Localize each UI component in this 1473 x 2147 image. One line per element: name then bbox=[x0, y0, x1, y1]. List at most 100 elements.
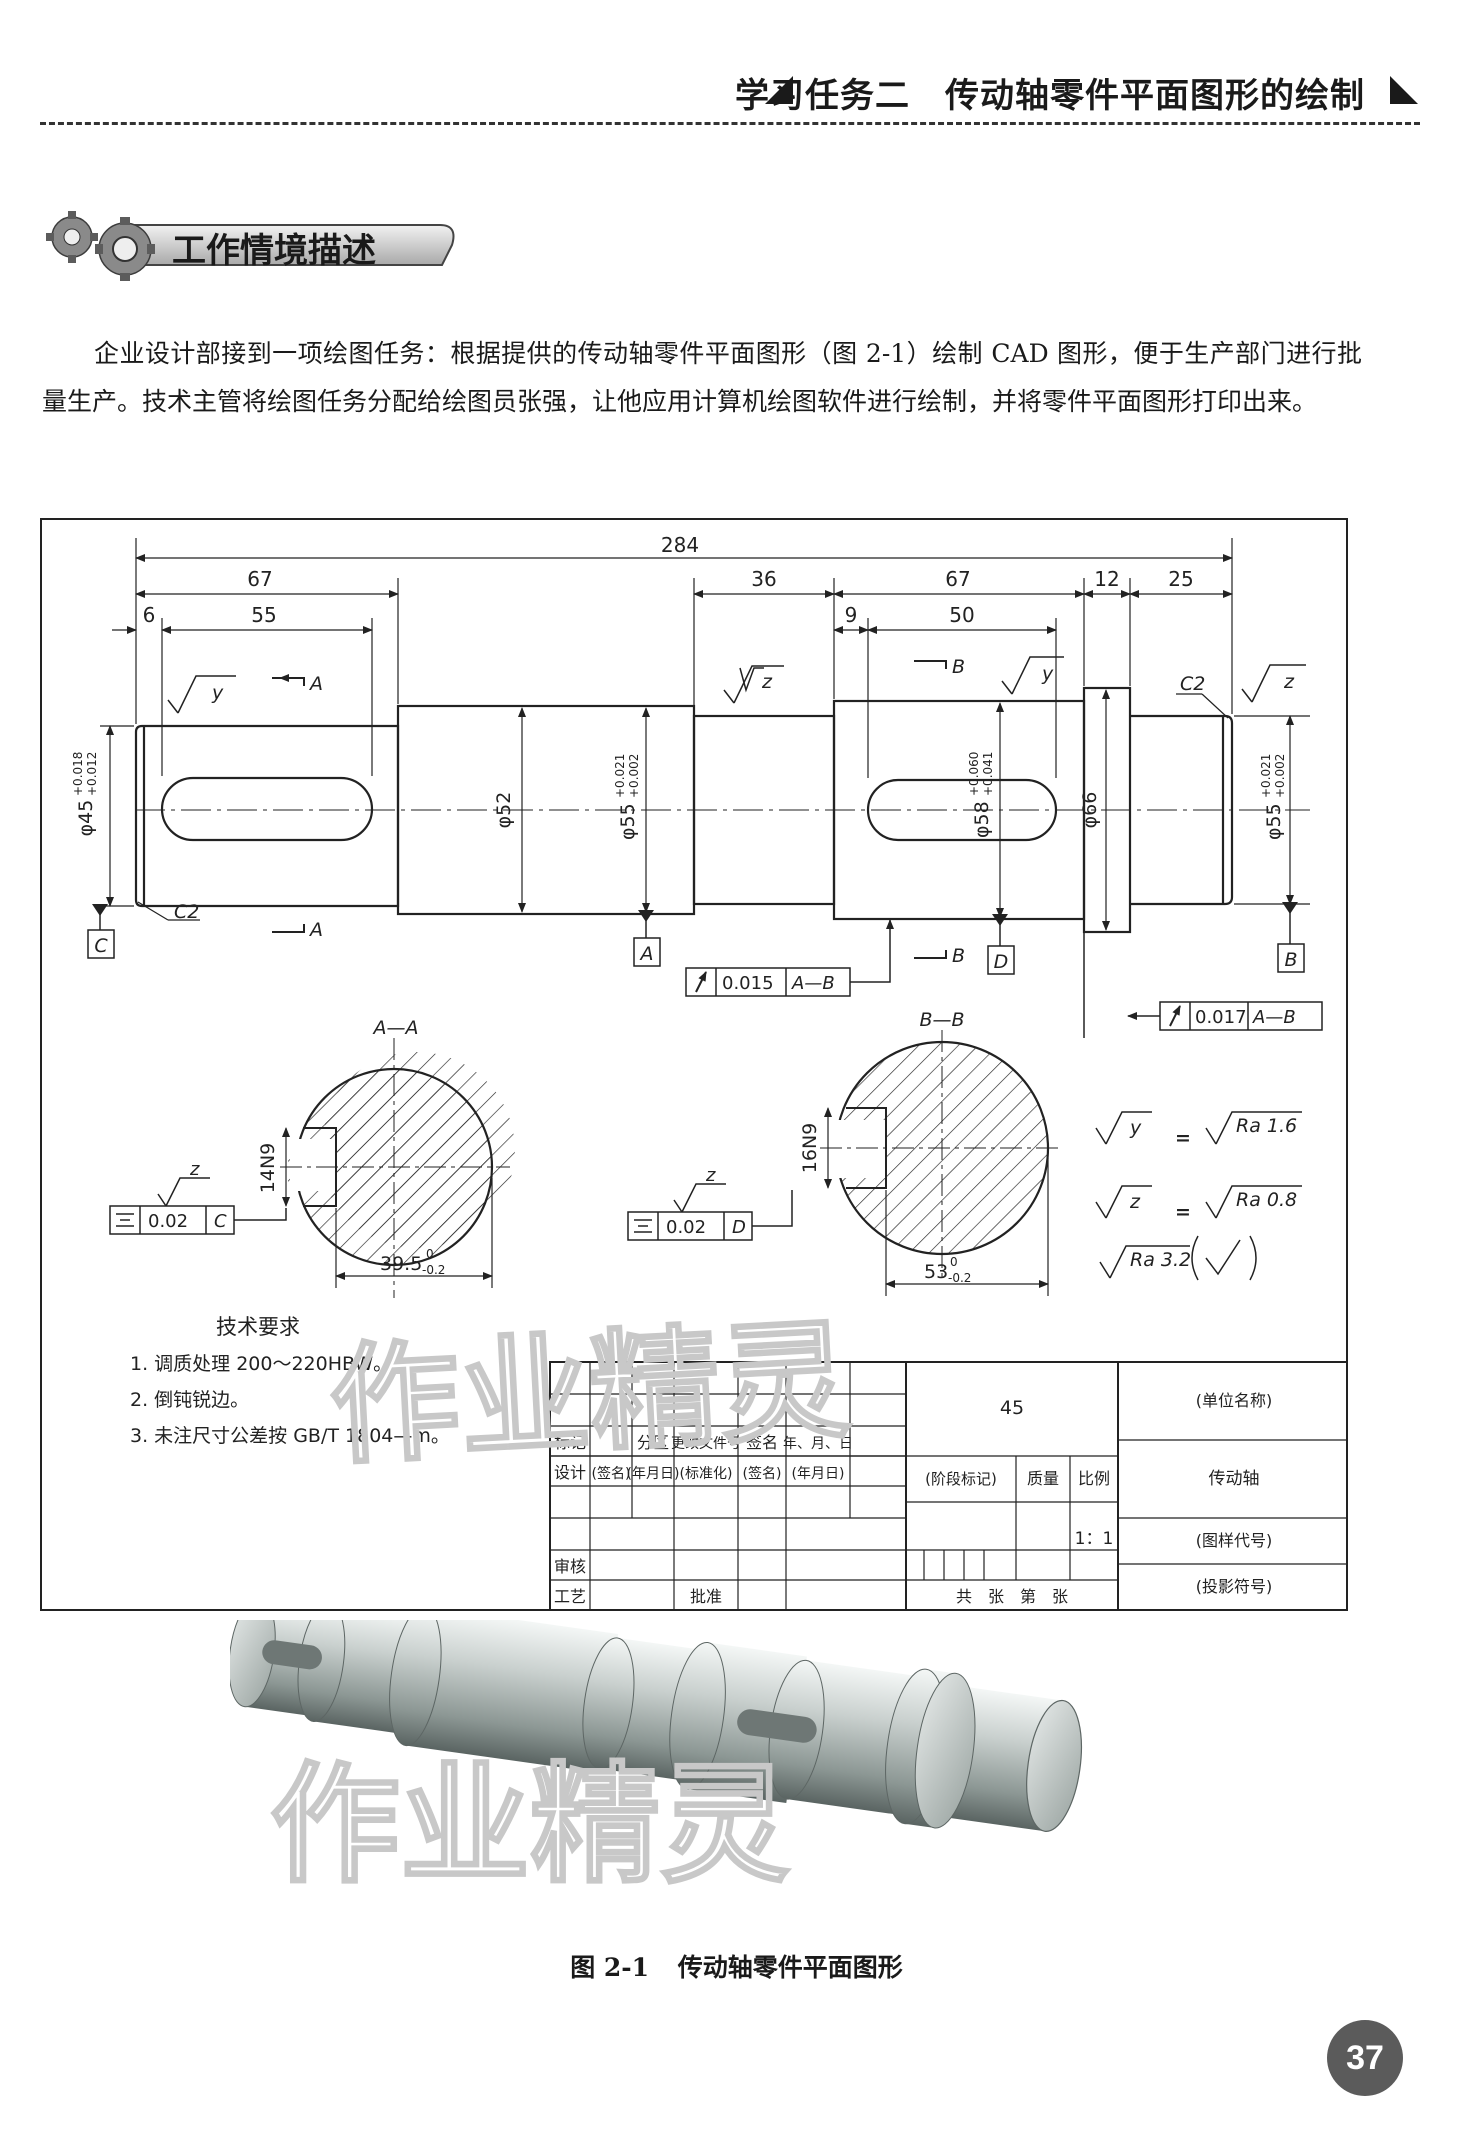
tb-design: 设计 bbox=[554, 1463, 586, 1482]
section-heading: 工作情境描述 bbox=[40, 205, 460, 285]
roughness-z-2: z bbox=[1283, 671, 1295, 693]
watermark-1: 作业精灵 bbox=[326, 1304, 853, 1483]
tb-date-p2: (年月日) bbox=[792, 1466, 845, 1482]
chamfer-right: C2 bbox=[1180, 673, 1205, 695]
runout-2-ref: A—B bbox=[1252, 1007, 1296, 1028]
dim-phi58-lower: +0.041 bbox=[981, 752, 995, 796]
dim-36: 36 bbox=[751, 567, 776, 591]
triangle-right-icon bbox=[1390, 76, 1418, 104]
runout-1-ref: A—B bbox=[791, 973, 835, 994]
legend-ra-3-2: Ra 3.2 bbox=[1130, 1249, 1191, 1271]
tb-sign-p: (签名) bbox=[592, 1465, 631, 1482]
roughness-z-3: z bbox=[189, 1159, 200, 1180]
runout-1-value: 0.015 bbox=[722, 973, 774, 994]
tech-item-3: 3. 未注尺寸公差按 GB/T 1804—m。 bbox=[130, 1425, 450, 1447]
section-b-b bbox=[820, 1030, 1060, 1296]
tb-fenqu: 分区 bbox=[637, 1433, 669, 1452]
cut-a-bottom: A bbox=[308, 919, 323, 941]
tb-stage: (阶段标记) bbox=[925, 1470, 997, 1488]
tb-sheets: 共 张 第 张 bbox=[956, 1587, 1068, 1606]
intro-paragraph: 企业设计部接到一项绘图任务：根据提供的传动轴零件平面图形（图 2-1）绘制 CA… bbox=[42, 339, 1362, 416]
tech-title: 技术要求 bbox=[216, 1315, 300, 1339]
dim-12: 12 bbox=[1094, 567, 1119, 591]
legend-ra-1-6: Ra 1.6 bbox=[1236, 1115, 1297, 1137]
tb-approve: 批准 bbox=[690, 1587, 722, 1606]
runout-2-value: 0.017 bbox=[1195, 1007, 1247, 1028]
roughness-z-1: z bbox=[761, 671, 773, 693]
roughness-z-4: z bbox=[705, 1165, 716, 1186]
legend-y: y bbox=[1129, 1117, 1142, 1139]
dim-phi55-right: φ55 bbox=[1263, 803, 1285, 840]
datum-d: D bbox=[994, 951, 1009, 973]
header-title: 学习任务二 传动轴零件平面图形的绘制 bbox=[735, 76, 1365, 116]
dim-67-right: 67 bbox=[945, 567, 970, 591]
tb-drawing-no: (图样代号) bbox=[1196, 1531, 1273, 1550]
tb-scale: 1：1 bbox=[1075, 1529, 1114, 1549]
dim-total-length: 284 bbox=[661, 533, 699, 557]
dim-phi55-right-upper: +0.021 bbox=[1259, 754, 1273, 798]
dim-phi45: φ45 bbox=[75, 800, 97, 837]
tb-projection: (投影符号) bbox=[1196, 1577, 1273, 1596]
dim-39-5-upper: 0 bbox=[426, 1247, 434, 1261]
key-width-16n9: 16N9 bbox=[799, 1123, 821, 1173]
watermark-2: 作业精灵 bbox=[270, 1749, 790, 1901]
dim-phi58: φ58 bbox=[971, 801, 993, 838]
symmetry-1-ref: C bbox=[214, 1211, 227, 1232]
dim-39-5-lower: -0.2 bbox=[422, 1263, 445, 1277]
dim-phi55-right-lower: +0.002 bbox=[1273, 754, 1287, 798]
dim-39-5: 39.5 bbox=[380, 1253, 422, 1275]
cut-b-top: B bbox=[952, 656, 965, 678]
triangle-left-icon bbox=[765, 76, 793, 104]
dim-55: 55 bbox=[251, 603, 276, 627]
figure-number: 图 2-1 bbox=[570, 1953, 650, 1982]
symmetry-2-ref: D bbox=[732, 1217, 746, 1238]
tb-change-doc: 更改文件号 bbox=[671, 1436, 741, 1452]
tb-process: 工艺 bbox=[554, 1587, 586, 1606]
dim-phi55-left-upper: +0.021 bbox=[613, 754, 627, 798]
datum-b: B bbox=[1284, 949, 1297, 971]
section-a-a bbox=[280, 1038, 515, 1298]
shaft-engineering-drawing: 284 67 55 6 36 67 12 25 9 50 φ45 +0.018 … bbox=[40, 518, 1348, 1611]
tb-biaoji: 标记 bbox=[554, 1433, 586, 1452]
gear-icon bbox=[46, 211, 455, 281]
cut-a-top: A bbox=[308, 673, 323, 695]
dim-phi52: φ52 bbox=[493, 792, 515, 829]
symmetry-2-value: 0.02 bbox=[666, 1217, 706, 1238]
section-b-b-label: B—B bbox=[919, 1009, 964, 1031]
dim-phi55-left: φ55 bbox=[617, 803, 639, 840]
symmetry-1-value: 0.02 bbox=[148, 1211, 188, 1232]
dim-53-lower: -0.2 bbox=[948, 1271, 971, 1285]
tb-part-name: 传动轴 bbox=[1209, 1469, 1260, 1489]
tech-item-2: 2. 倒钝锐边。 bbox=[130, 1389, 249, 1411]
dim-phi66: φ66 bbox=[1079, 792, 1101, 829]
dim-53-upper: 0 bbox=[950, 1255, 958, 1269]
tech-item-1: 1. 调质处理 200～220HBW。 bbox=[130, 1353, 392, 1375]
tb-sign: 签名 bbox=[746, 1433, 778, 1452]
page-header: 学习任务二 传动轴零件平面图形的绘制 bbox=[40, 60, 1420, 130]
tb-date-p: (年月日) bbox=[627, 1466, 680, 1482]
title-block bbox=[549, 1361, 1348, 1611]
datum-c: C bbox=[94, 935, 108, 957]
legend-eq-2: = bbox=[1175, 1201, 1191, 1223]
legend-eq-1: = bbox=[1175, 1127, 1191, 1149]
page-number: 37 bbox=[1327, 2020, 1403, 2096]
tb-std: (标准化) bbox=[680, 1466, 733, 1482]
tb-review: 审核 bbox=[554, 1557, 586, 1576]
tb-scale-label: 比例 bbox=[1078, 1469, 1110, 1488]
tb-sign-p2: (签名) bbox=[743, 1465, 782, 1482]
legend-z: z bbox=[1129, 1191, 1141, 1213]
dim-67-left: 67 bbox=[247, 567, 272, 591]
tb-unit-name: (单位名称) bbox=[1196, 1391, 1273, 1410]
dim-phi45-upper: +0.018 bbox=[71, 752, 85, 796]
roughness-y-2: y bbox=[1041, 663, 1054, 685]
datum-a: A bbox=[639, 943, 654, 965]
section-a-a-label: A—A bbox=[372, 1017, 419, 1039]
roughness-y-1: y bbox=[211, 682, 224, 704]
dimension-lines bbox=[100, 538, 1310, 931]
dim-6: 6 bbox=[143, 603, 156, 627]
dim-phi45-lower: +0.012 bbox=[85, 752, 99, 796]
dim-9: 9 bbox=[845, 603, 858, 627]
figure-title: 传动轴零件平面图形 bbox=[677, 1953, 903, 1982]
dim-53: 53 bbox=[924, 1261, 948, 1283]
legend-ra-0-8: Ra 0.8 bbox=[1236, 1189, 1297, 1211]
